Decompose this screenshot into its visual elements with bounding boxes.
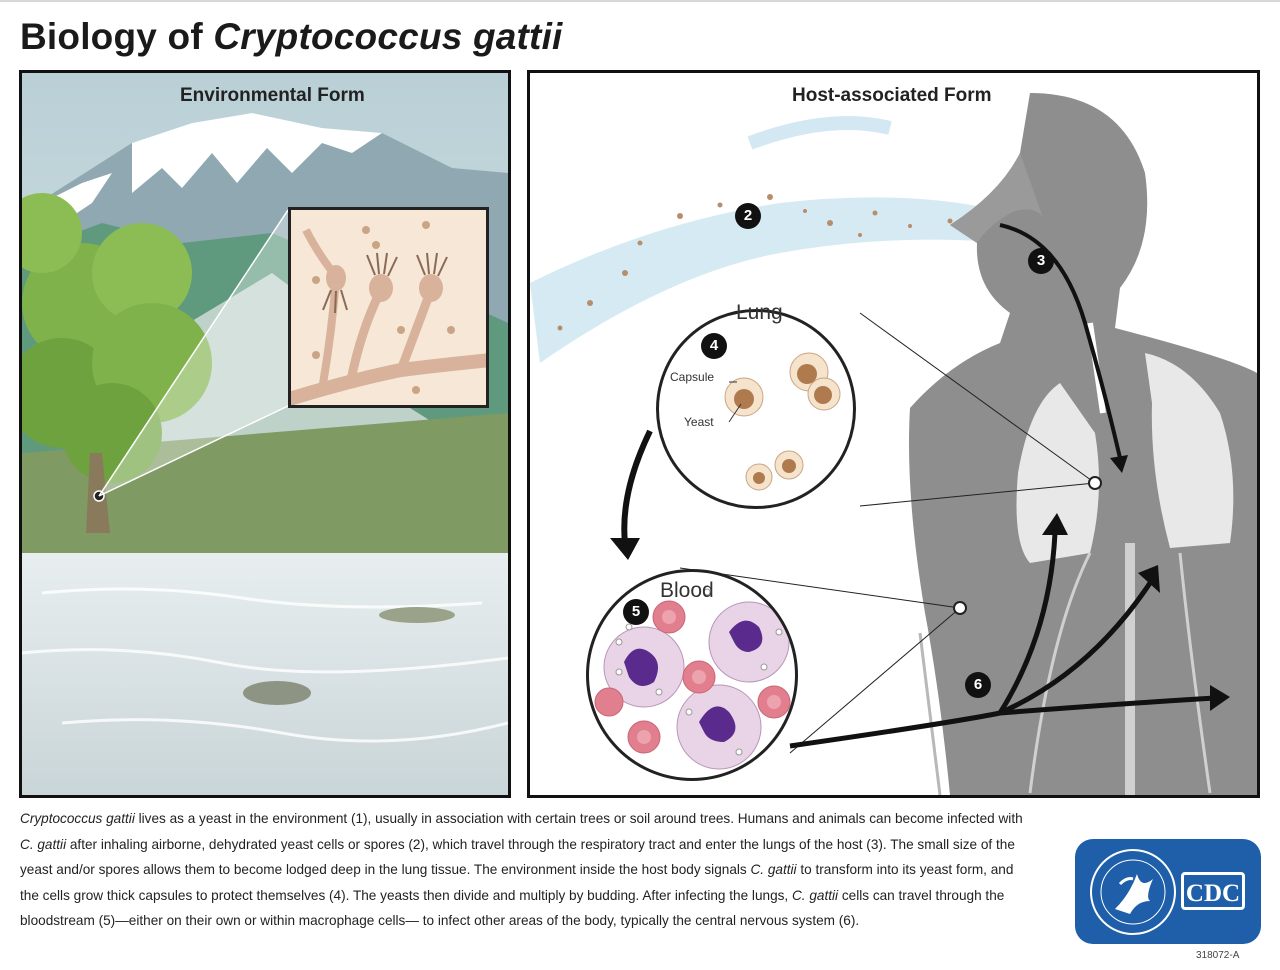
capsule-label: Capsule <box>670 370 715 384</box>
airstream <box>530 197 1010 363</box>
mountain-snow <box>132 113 382 193</box>
cdc-wordmark: CDC <box>1181 872 1245 910</box>
lung-focus-point <box>1088 476 1102 490</box>
environment-scene <box>22 73 508 795</box>
tree <box>22 193 212 533</box>
host-body <box>909 93 1257 795</box>
right-lung <box>1145 353 1234 548</box>
host-panel-heading: Host-associated Form <box>792 85 992 106</box>
caption-text: lives as a yeast in the environment (1),… <box>134 811 1023 826</box>
lake <box>22 553 508 795</box>
blood-magnified-view <box>586 569 798 781</box>
host-associated-form-panel: Lung Capsule Yeast Blood <box>527 70 1260 798</box>
step-6-marker: 6 <box>965 672 991 698</box>
left-lung <box>1016 383 1099 563</box>
lung-label: Lung <box>736 301 783 324</box>
lung-yeast-cells <box>724 352 841 491</box>
step-5-marker: 5 <box>623 599 649 625</box>
step-4-marker: 4 <box>701 333 727 359</box>
fungal-hyphae <box>283 221 492 407</box>
caption-text: to transform into its yeast form, and th… <box>20 862 1014 903</box>
blood-focus-point <box>953 601 967 615</box>
cdc-logo: CDC <box>1075 839 1261 944</box>
caption-text: cells can travel through the bloodstream… <box>20 887 1005 929</box>
environment-panel-heading: Environmental Form <box>180 85 365 106</box>
host-scene <box>530 93 1257 795</box>
title-species: Cryptococcus gattii <box>213 16 563 57</box>
rock <box>243 681 311 705</box>
caption-italic-term: C. gattii <box>20 836 67 852</box>
yeast-label: Yeast <box>684 415 714 429</box>
caption-italic-term: Cryptococcus gattii <box>20 811 135 826</box>
spore-inset <box>283 207 492 408</box>
page-title: Biology of Cryptococcus gattii <box>20 16 563 58</box>
environmental-form-panel: Environmental Form <box>19 70 511 798</box>
airborne-spores <box>557 194 982 331</box>
step-2-marker: 2 <box>735 203 761 229</box>
publication-code: 318072-A <box>1196 950 1240 961</box>
top-rule <box>0 0 1280 2</box>
step-3-marker: 3 <box>1028 248 1054 274</box>
caption-text: after inhaling airborne, dehydrated yeas… <box>20 836 1015 878</box>
caption: Cryptococcus gattii lives as a yeast in … <box>20 806 1030 934</box>
dissemination-arrows <box>789 532 1216 749</box>
title-prefix: Biology of <box>20 16 214 57</box>
rock <box>379 607 455 623</box>
blood-cells <box>594 588 791 770</box>
caption-italic-term: C. gattii <box>750 862 797 878</box>
hhs-eagle-icon <box>1090 849 1176 935</box>
blood-label: Blood <box>660 579 714 602</box>
caption-italic-term: C. gattii <box>791 887 839 903</box>
lung-magnified-view <box>656 309 856 509</box>
